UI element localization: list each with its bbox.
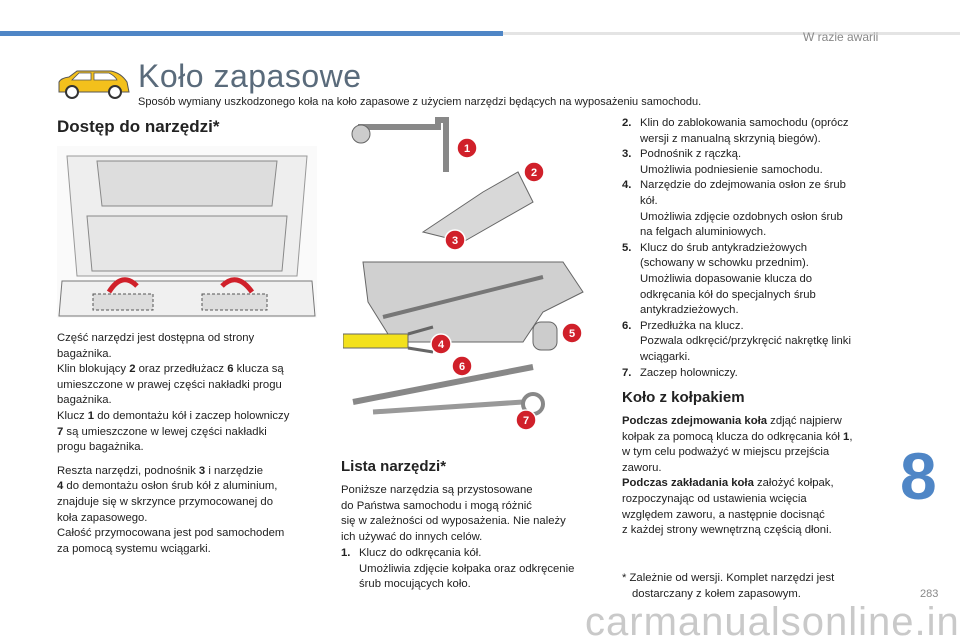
item-line: Umożliwia zdjęcie kołpaka oraz odkręceni…: [359, 562, 575, 575]
tool-list-item: 4. Narzędzie do zdejmowania osłon ze śrub…: [622, 178, 892, 240]
item-line: kół.: [640, 194, 658, 207]
item-line: odkręcania kół do specjalnych śrub: [640, 288, 816, 301]
car-icon: [58, 70, 130, 99]
svg-text:6: 6: [459, 361, 465, 373]
text-line: Poniższe narzędzia są przystosowane: [341, 484, 533, 496]
trunk-illustration: [57, 146, 317, 318]
item-line: Narzędzie do zdejmowania osłon ze śrub: [640, 179, 846, 192]
tool-list-col2: 2. Klin do zablokowania samochodu (oprócz…: [622, 116, 892, 381]
text-line: Podczas zdejmowania koła zdjąć najpierw: [622, 415, 842, 427]
item-number: 6.: [622, 319, 632, 332]
page-number: 283: [920, 588, 939, 600]
item-line: Umożliwia dopasowanie klucza do: [640, 272, 813, 285]
tool-list-col1: 1. Klucz do odkręcania kół. Umożliwia zdję…: [341, 546, 616, 593]
tool-list-item: 5. Klucz do śrub antykradzieżowych (schowa…: [622, 241, 892, 319]
item-number: 7.: [622, 366, 632, 379]
svg-text:3: 3: [452, 235, 458, 247]
tool-list-item: 6. Przedłużka na klucz. Pozwala odkręcić/p…: [622, 319, 892, 366]
item-number: 2.: [622, 117, 632, 129]
item-line: Umożliwia podniesienie samochodu.: [640, 163, 823, 176]
section-title: W razie awarii: [803, 30, 879, 44]
svg-text:2: 2: [531, 167, 537, 179]
tool-badges: 1 2 3 4 5 6 7: [430, 137, 583, 431]
tool-list-item: 1. Klucz do odkręcania kół. Umożliwia zdję…: [341, 546, 616, 593]
access-heading: Dostęp do narzędzi*: [57, 117, 220, 136]
item-line: Zaczep holowniczy.: [640, 366, 738, 379]
text-line: Klin blokujący 2 oraz przedłużacz 6 kluc…: [57, 363, 284, 376]
item-line: wciągarki.: [640, 350, 691, 363]
tool-list-item: 2. Klin do zablokowania samochodu (oprócz…: [622, 116, 892, 147]
text-line: rozpoczynając od ustawienia wcięcia: [622, 492, 807, 505]
text-line: Podczas zakładania koła założyć kołpak,: [622, 477, 834, 490]
svg-text:4: 4: [438, 339, 445, 351]
item-line: Klucz do śrub antykradzieżowych: [640, 241, 808, 254]
svg-text:5: 5: [569, 328, 575, 340]
tool-list-heading: Lista narzędzi*: [341, 458, 447, 475]
text-line: z każdej strony wewnętrzną częścią dłoni…: [622, 524, 832, 537]
text-line: umieszczone w prawej części nakładki pro…: [57, 378, 282, 391]
page-title: Koło zapasowe: [138, 58, 362, 94]
item-line: Przedłużka na klucz.: [640, 319, 744, 332]
text-line: znajduje się w skrzynce przymocowanej do: [57, 495, 273, 508]
svg-text:7: 7: [523, 415, 529, 427]
tool-list-item: 7. Zaczep holowniczy.: [622, 366, 892, 382]
text-line: względem zaworu, a następnie docisnąć: [622, 508, 825, 521]
text-line: bagażnika.: [57, 347, 112, 360]
text-line: Reszta narzędzi, podnośnik 3 i narzędzie: [57, 464, 263, 477]
text-line: się w zależności od wyposażenia. Nie nal…: [341, 515, 566, 528]
text-line: 4 do demontażu osłon śrub kół z aluminiu…: [57, 480, 278, 493]
item-number: 4.: [622, 179, 632, 192]
header-divider: [503, 32, 960, 35]
item-number: 1.: [341, 547, 351, 559]
text-line: zaworu.: [622, 461, 662, 474]
text-line: w tym celu podważyć w miejscu przejścia: [622, 446, 830, 459]
text-line: Część narzędzi jest dostępna od strony: [57, 332, 255, 344]
item-line: antykradzieżowych.: [640, 304, 739, 317]
text-line: kołpak za pomocą klucza do odkręcania kó…: [622, 430, 853, 443]
hubcap-text: Podczas zdejmowania koła zdjąć najpierw k…: [622, 414, 892, 539]
item-line: śrub mocujących koło.: [359, 578, 471, 591]
watermark: carmanualsonline.info: [585, 600, 960, 644]
text-line: bagażnika.: [57, 394, 112, 407]
svg-text:1: 1: [464, 143, 470, 155]
text-line: za pomocą systemu wciągarki.: [57, 542, 211, 555]
page-subtitle: Sposób wymiany uszkodzonego koła na koło…: [138, 96, 702, 108]
item-line: wersji z manualną skrzynią biegów).: [640, 132, 821, 145]
text-line: 7 są umieszczone w lewej części nakładki: [57, 425, 267, 438]
item-line: (schowany w schowku przednim).: [640, 257, 809, 270]
item-line: Podnośnik z rączką.: [640, 148, 742, 161]
text-line: do Państwa samochodu i mogą różnić: [341, 499, 532, 512]
item-number: 5.: [622, 241, 632, 254]
footnote-line: * Zależnie od wersji. Komplet narzędzi j…: [622, 572, 835, 584]
footnote: * Zależnie od wersji. Komplet narzędzi j…: [622, 571, 892, 602]
item-line: Klucz do odkręcania kół.: [359, 547, 482, 559]
item-line: Klin do zablokowania samochodu (oprócz: [640, 117, 849, 129]
tools-illustration: 1 2 3 4 5 6 7: [343, 117, 584, 431]
item-line: na felgach aluminiowych.: [640, 226, 767, 239]
tool-list-intro: Poniższe narzędzia są przystosowane do Pa…: [341, 483, 616, 545]
text-line: Klucz 1 do demontażu kół i zaczep holown…: [57, 409, 290, 422]
item-number: 3.: [622, 148, 632, 161]
text-line: progu bagażnika.: [57, 441, 144, 454]
hubcap-heading: Koło z kołpakiem: [622, 389, 745, 406]
text-line: koła zapasowego.: [57, 511, 148, 524]
tool-list-item: 3. Podnośnik z rączką. Umożliwia podniesie…: [622, 147, 892, 178]
text-line: ich używać do innych celów.: [341, 530, 483, 543]
item-line: Umożliwia zdjęcie ozdobnych osłon śrub: [640, 210, 843, 223]
access-text: Część narzędzi jest dostępna od strony ba…: [57, 331, 327, 557]
footnote-line: dostarczany z kołem zapasowym.: [632, 587, 801, 600]
text-line: Całość przymocowana jest pod samochodem: [57, 527, 285, 540]
chapter-number: 8: [900, 439, 937, 513]
item-line: Pozwala odkręcić/przykręcić nakrętkę lin…: [640, 335, 851, 348]
header-accent-bar: [0, 31, 503, 36]
